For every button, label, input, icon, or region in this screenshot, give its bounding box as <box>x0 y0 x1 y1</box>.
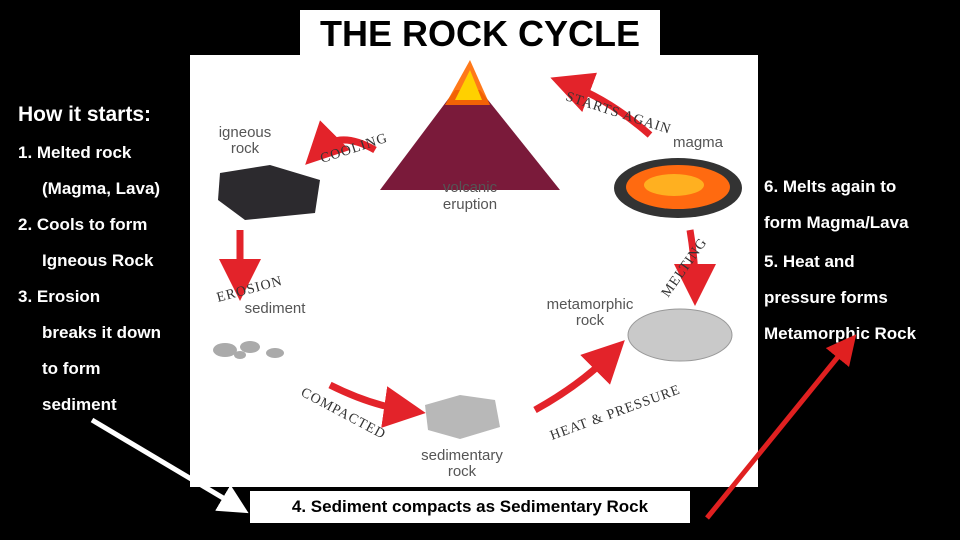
step-6-text: 6. Melts again to <box>764 177 897 196</box>
igneous-rock-label: rock <box>231 140 260 157</box>
step-6b-text: form Magma/Lava <box>764 213 909 232</box>
metamorphic-rock-label: rock <box>576 312 605 329</box>
step-2b-text: Igneous Rock <box>42 251 154 270</box>
step-3-text: 3. Erosion <box>18 287 101 306</box>
step-1b-text: (Magma, Lava) <box>42 179 161 198</box>
step-3c-text: to form <box>42 359 101 378</box>
igneous-rock-icon <box>218 165 320 220</box>
sedimentary-rock-icon <box>425 395 500 439</box>
step-3d-text: sediment <box>42 395 117 414</box>
rock-cycle-svg: volcanic eruption igneous rock magma sed… <box>213 60 742 480</box>
step-2-text: 2. Cools to form <box>18 215 148 234</box>
magma-icon <box>614 158 742 218</box>
metamorphic-rock-icon <box>627 308 733 362</box>
arc-melting: MELTING <box>659 235 711 300</box>
page-title: THE ROCK CYCLE <box>300 10 660 56</box>
eruption-label: eruption <box>443 196 497 213</box>
igneous-label: igneous <box>219 124 272 141</box>
how-it-starts-heading: How it starts: <box>18 103 152 126</box>
step-5-text: 5. Heat and <box>764 252 855 271</box>
step-3b-text: breaks it down <box>42 323 162 342</box>
step-1-text: 1. Melted rock <box>18 143 132 162</box>
step-5c-text: Metamorphic Rock <box>764 324 917 343</box>
magma-label: magma <box>673 134 724 151</box>
sediment-icon <box>213 341 284 359</box>
sediment-label: sediment <box>245 300 307 317</box>
caption-step-4: 4. Sediment compacts as Sedimentary Rock <box>250 491 690 523</box>
rock-cycle-diagram: volcanic eruption igneous rock magma sed… <box>190 55 758 487</box>
arc-cooling: COOLING <box>319 131 390 167</box>
step-5b-text: pressure forms <box>764 288 888 307</box>
sedimentary-rock-label: rock <box>448 463 477 480</box>
volcano-icon <box>380 60 560 190</box>
arc-starts-again: STARTS AGAIN <box>564 90 673 138</box>
volcanic-label: volcanic <box>443 179 498 196</box>
sedimentary-label: sedimentary <box>421 447 503 464</box>
cycle-arrows <box>219 72 716 428</box>
metamorphic-label: metamorphic <box>547 296 634 313</box>
